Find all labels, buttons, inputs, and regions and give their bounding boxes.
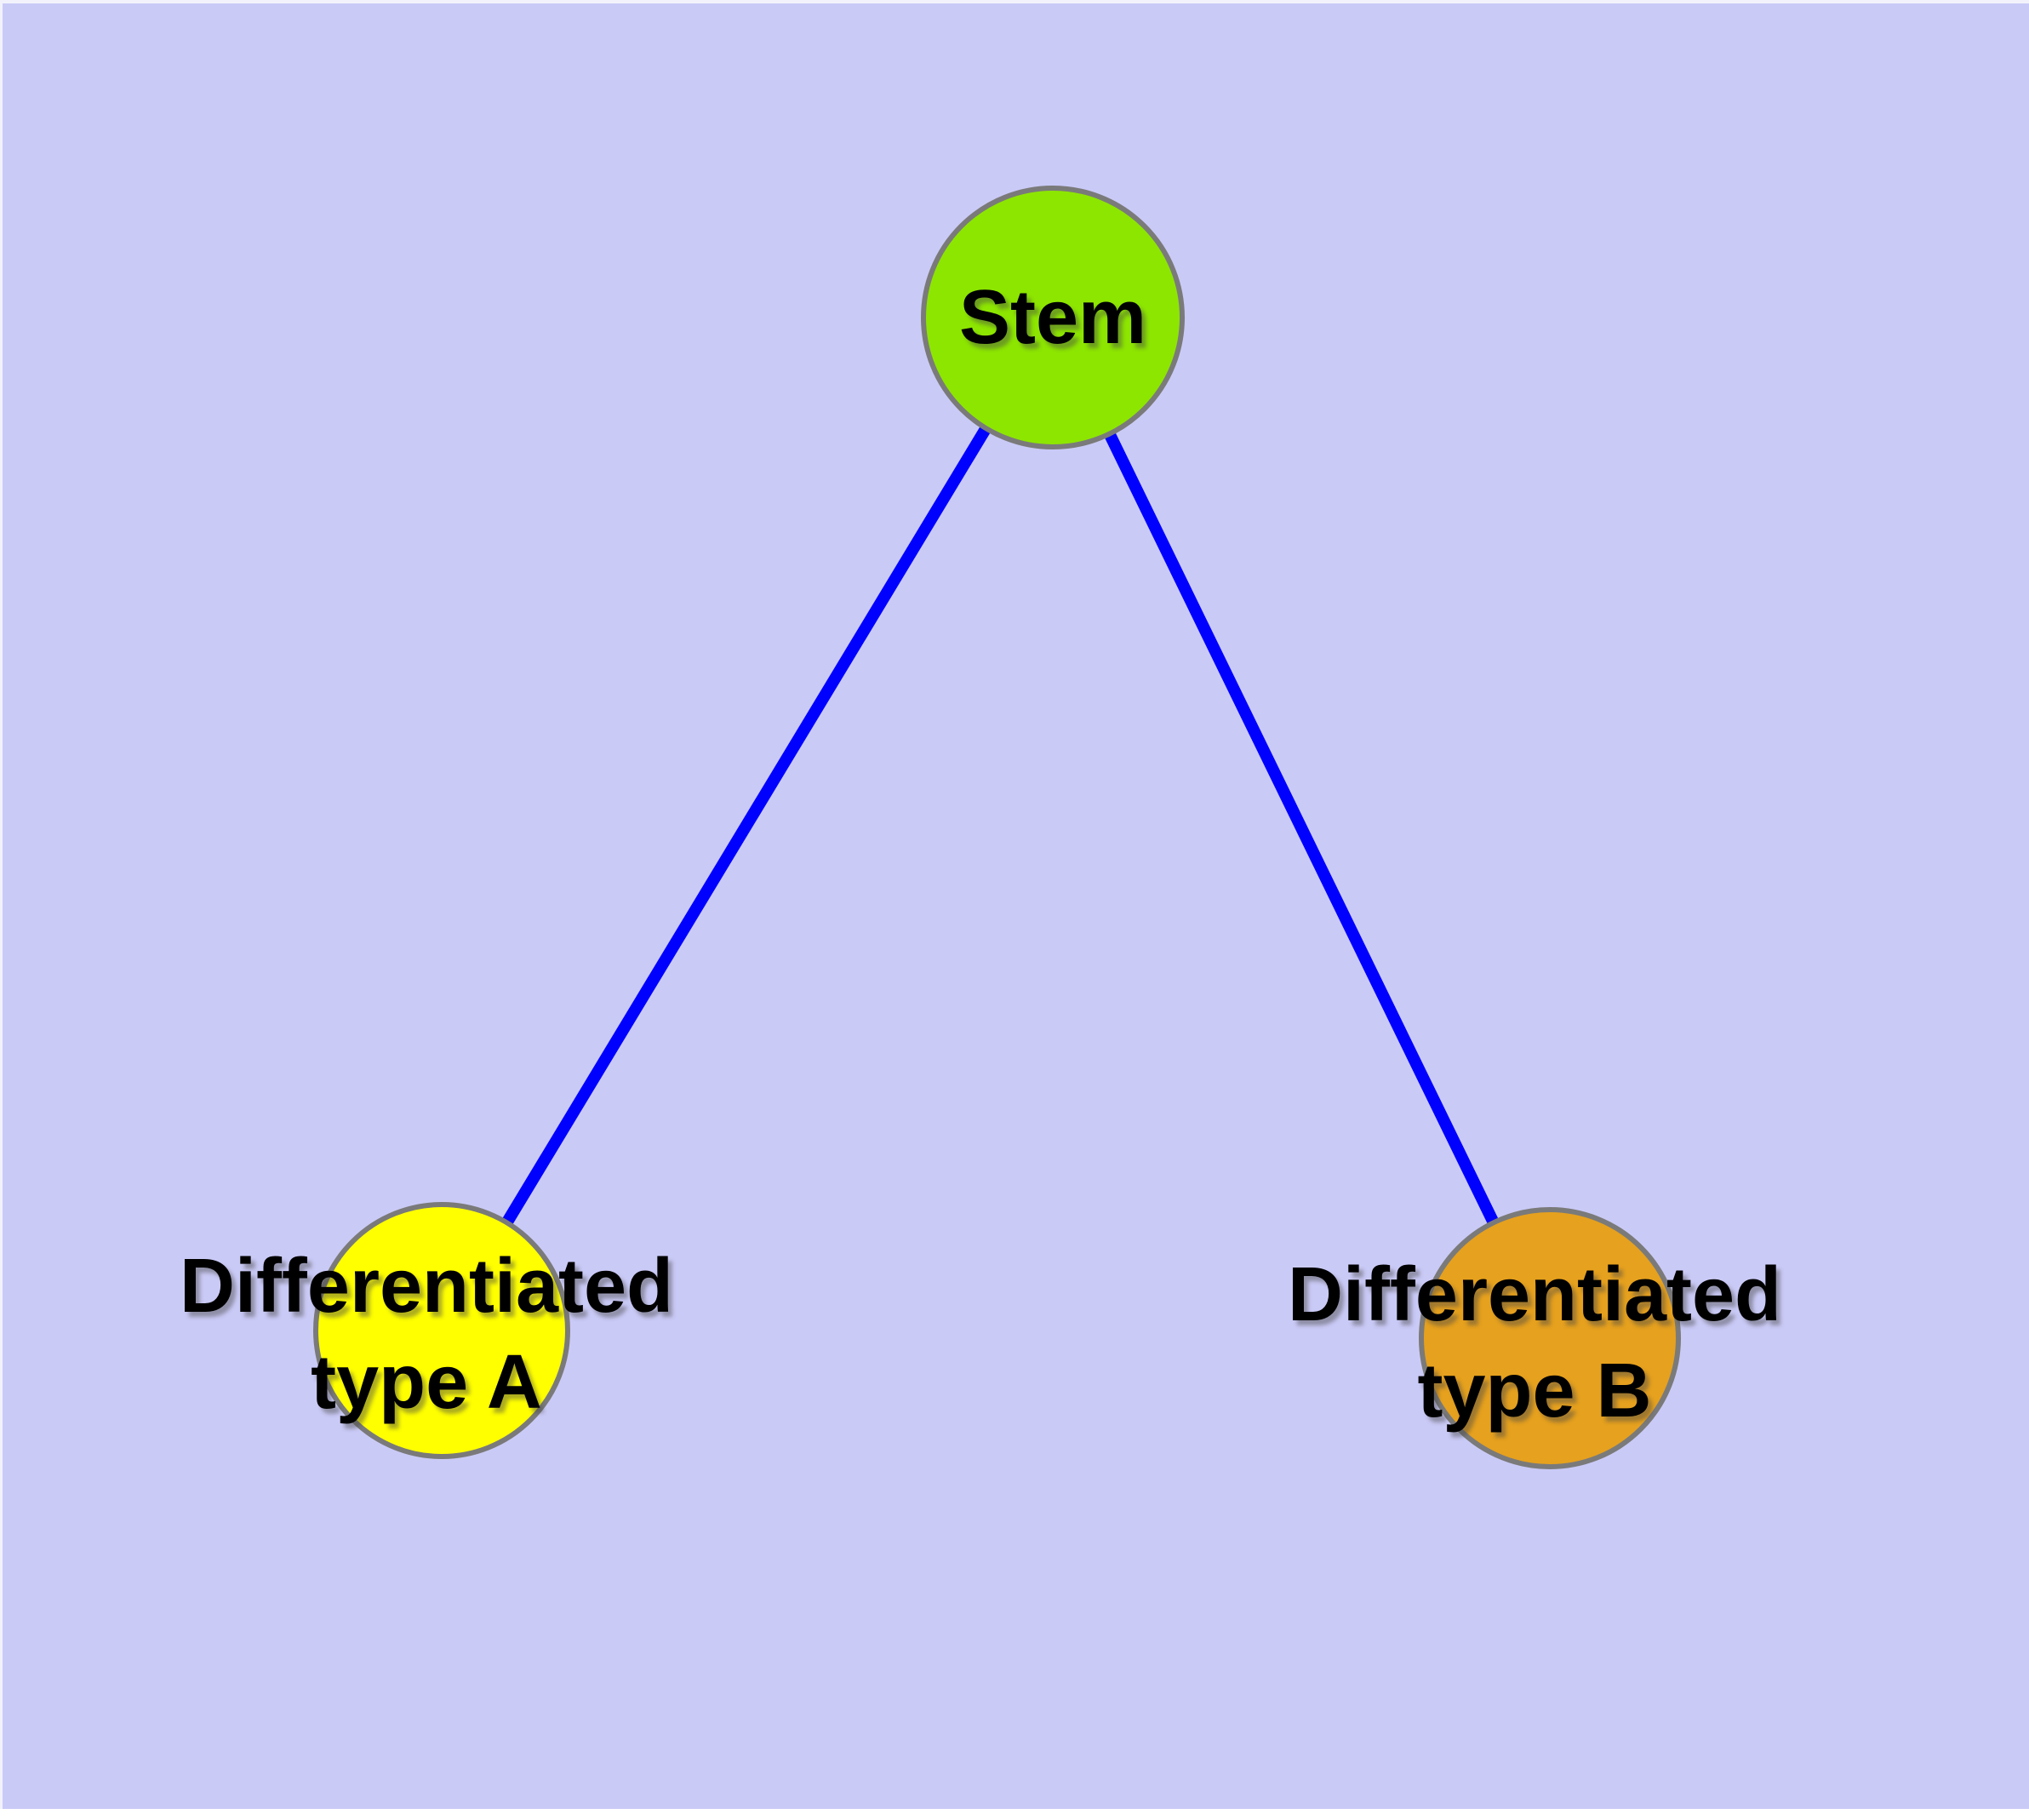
node-type-a-circle [313, 1202, 570, 1459]
canvas-bottom-margin [0, 1809, 2029, 1820]
canvas-left-margin [0, 0, 3, 1820]
edge-stem-to-type-a [437, 314, 1058, 1334]
edge-stem-to-type-b [1047, 314, 1556, 1342]
node-stem-circle [921, 186, 1185, 449]
node-type-b-circle [1419, 1207, 1681, 1469]
canvas-top-margin [0, 0, 2029, 3]
